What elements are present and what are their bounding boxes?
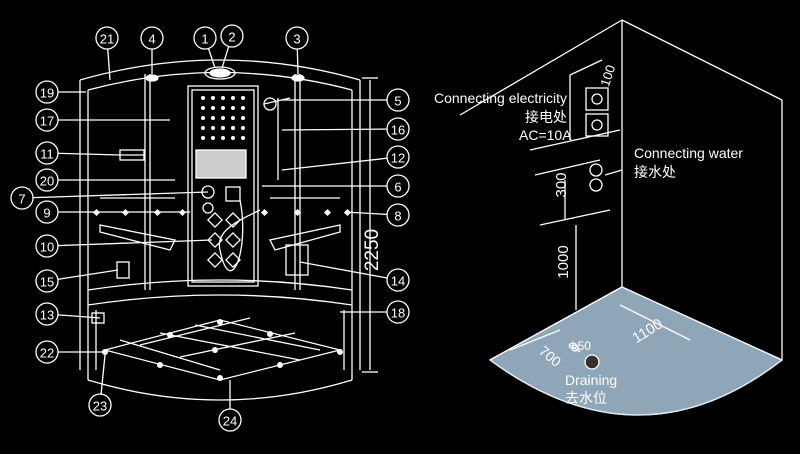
callout-bubble <box>35 80 59 104</box>
callout-bubble <box>386 145 410 169</box>
installation-view <box>459 19 784 416</box>
water-inlet <box>589 163 603 177</box>
water-label-cn: 接水处 <box>634 164 676 180</box>
callout-number: 24 <box>223 414 237 429</box>
callout-number: 18 <box>391 306 405 321</box>
callout-bubble <box>285 26 309 50</box>
callout-leader <box>46 239 213 247</box>
drain-label-en: Draining <box>565 372 617 388</box>
electricity-spec: AC=10A <box>519 127 572 143</box>
callout-number: 3 <box>293 32 300 47</box>
callout-leader <box>281 128 399 131</box>
electricity-label-cn: 接电处 <box>525 109 567 125</box>
top-light <box>209 68 231 78</box>
callout-bubble <box>220 24 244 48</box>
height-dimension-label: 2250 <box>362 229 383 271</box>
cabin-canopy <box>79 59 361 81</box>
callout-number: 10 <box>40 240 54 255</box>
callout-bubble <box>35 234 59 258</box>
drain-label-cn: 去水位 <box>565 390 607 406</box>
callout-number: 1 <box>201 32 208 47</box>
callout-bubble <box>140 26 164 50</box>
callout-number: 15 <box>40 275 54 290</box>
callout-bubble <box>35 269 59 293</box>
callout-number: 9 <box>43 206 50 221</box>
callout-bubble <box>35 200 59 224</box>
callout-number: 8 <box>394 209 401 224</box>
callout-leader <box>299 261 399 281</box>
drain-hole <box>584 354 600 370</box>
cabin-front-view <box>79 59 361 401</box>
callout-number: 12 <box>391 151 405 166</box>
electricity-label-en: Connecting electricity <box>434 90 567 106</box>
height-dimension <box>362 77 378 373</box>
base-frame <box>102 317 343 381</box>
callout-leader <box>46 269 119 282</box>
floor-base <box>488 286 784 416</box>
shower-tray <box>87 279 353 291</box>
callout-bubble <box>35 168 59 192</box>
callout-number: 2 <box>228 30 235 45</box>
callout-bubble <box>95 26 119 50</box>
drain-diameter-label: Φ50 <box>568 339 591 353</box>
callout-bubble <box>35 108 59 132</box>
callout-number: 11 <box>40 147 54 162</box>
hand-shower-hose <box>218 199 261 272</box>
cabin-frame <box>79 80 361 370</box>
callout-number: 16 <box>391 123 405 138</box>
callout-number: 14 <box>391 274 405 289</box>
inlet-offset-label: 1000 <box>555 245 572 278</box>
callout-bubble <box>35 141 59 165</box>
callout-number: 19 <box>40 86 54 101</box>
callout-number: 5 <box>394 94 401 109</box>
callout-bubble <box>386 117 410 141</box>
callout-number: 21 <box>100 32 114 47</box>
callout-number: 23 <box>93 399 107 414</box>
callout-bubble <box>386 88 410 112</box>
callout-bubble <box>35 340 59 364</box>
callout-bubble <box>35 302 59 326</box>
massage-jets <box>201 96 245 140</box>
callout-bubble <box>386 203 410 227</box>
callout-bubble <box>88 393 112 417</box>
outlet-height-label: 100 <box>597 63 618 88</box>
callout-bubble <box>386 174 410 198</box>
power-socket <box>585 87 609 111</box>
callout-bubble <box>193 26 217 50</box>
callout-number: 13 <box>40 308 54 323</box>
display-screen <box>195 149 247 179</box>
callout-leader <box>21 191 209 199</box>
callout-leader <box>46 152 121 156</box>
water-label-en: Connecting water <box>634 145 743 161</box>
callout-number: 7 <box>18 192 25 207</box>
inlet-height-label: 300 <box>553 172 570 197</box>
callout-number: 22 <box>40 346 54 361</box>
center-column <box>187 85 259 287</box>
callout-number: 4 <box>148 32 155 47</box>
callout-bubble <box>218 408 242 432</box>
callout-leader <box>281 156 399 171</box>
callout-bubble <box>10 186 34 210</box>
callout-bubble <box>386 300 410 324</box>
callout-bubble <box>386 268 410 292</box>
callout-number: 20 <box>40 174 54 189</box>
callout-number: 17 <box>40 114 54 129</box>
callout-number: 6 <box>394 180 401 195</box>
body-jets <box>207 212 241 268</box>
